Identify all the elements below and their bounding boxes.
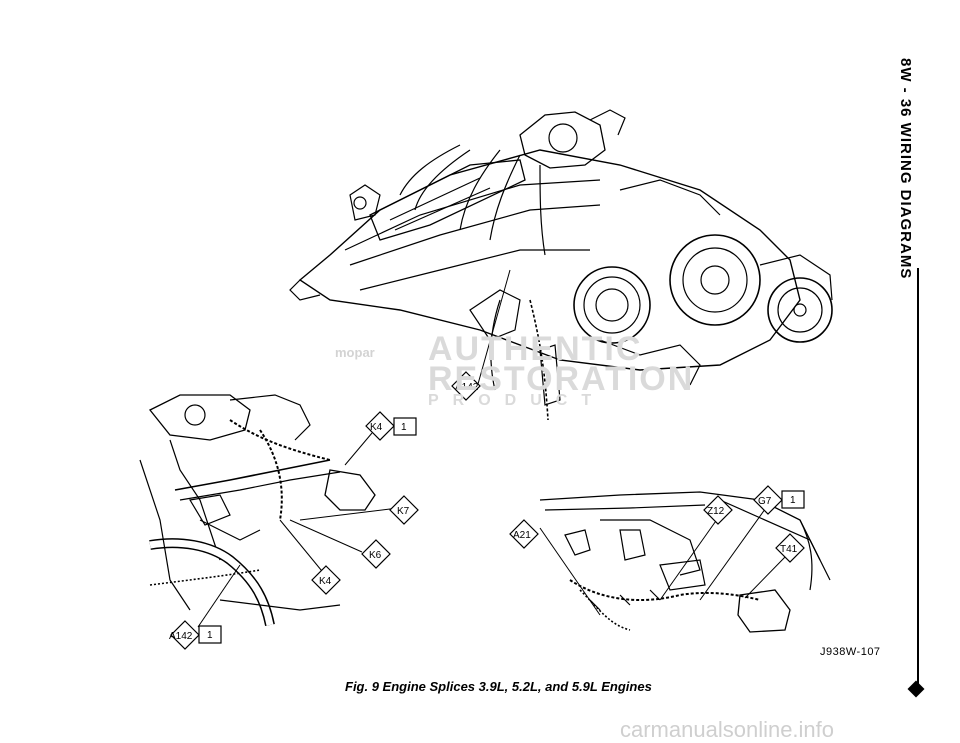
callout-k4-bottom-label: K4 xyxy=(319,576,332,587)
lower-left-engine-drawing xyxy=(139,394,376,627)
callout-k4-top-count: 1 xyxy=(401,422,407,433)
callout-t41-label: T41 xyxy=(780,544,798,555)
callout-g7-label: G7 xyxy=(758,496,772,507)
lower-right-bay-drawing xyxy=(539,491,831,633)
watermark-brand: mopar xyxy=(335,345,375,360)
section-header: 8W - 36 WIRING DIAGRAMS xyxy=(897,58,914,280)
callout-a21: A21 xyxy=(509,519,539,549)
callout-a142-top: A142 xyxy=(451,371,481,401)
watermark-line2: RESTORATION xyxy=(428,360,695,398)
callout-k4-top-label: K4 xyxy=(370,422,383,433)
callout-leaders xyxy=(197,269,787,628)
figure-id: J938W-107 xyxy=(820,646,881,658)
callout-a21-label: A21 xyxy=(513,530,531,541)
callout-g7-count: 1 xyxy=(790,495,796,506)
callout-a142-bottom-label: A142 xyxy=(169,631,193,642)
callout-z12-label: Z12 xyxy=(707,506,725,517)
figure-caption: Fig. 9 Engine Splices 3.9L, 5.2L, and 5.… xyxy=(345,679,652,694)
callout-k6: K6 xyxy=(361,539,391,569)
callout-k7-label: K7 xyxy=(397,506,410,517)
watermark-line1: AUTHENTIC xyxy=(428,330,643,368)
callout-z12: Z12 xyxy=(703,495,733,525)
callout-k4-top: K4 1 xyxy=(365,411,417,441)
callout-k7: K7 xyxy=(389,495,419,525)
callout-a142-bottom-count: 1 xyxy=(207,630,213,641)
footer-site-watermark: carmanualsonline.info xyxy=(620,717,835,742)
callout-a142-top-label: A142 xyxy=(455,382,479,393)
callout-t41: T41 xyxy=(775,533,805,563)
callout-k4-bottom: K4 xyxy=(311,565,341,595)
top-engine-drawing xyxy=(289,109,833,421)
callout-a142-bottom: A142 1 xyxy=(169,620,222,650)
section-rule xyxy=(917,268,919,686)
callout-k6-label: K6 xyxy=(369,550,382,561)
watermark-line3: PRODUCT xyxy=(428,392,606,409)
callout-g7: G7 1 xyxy=(753,485,805,515)
